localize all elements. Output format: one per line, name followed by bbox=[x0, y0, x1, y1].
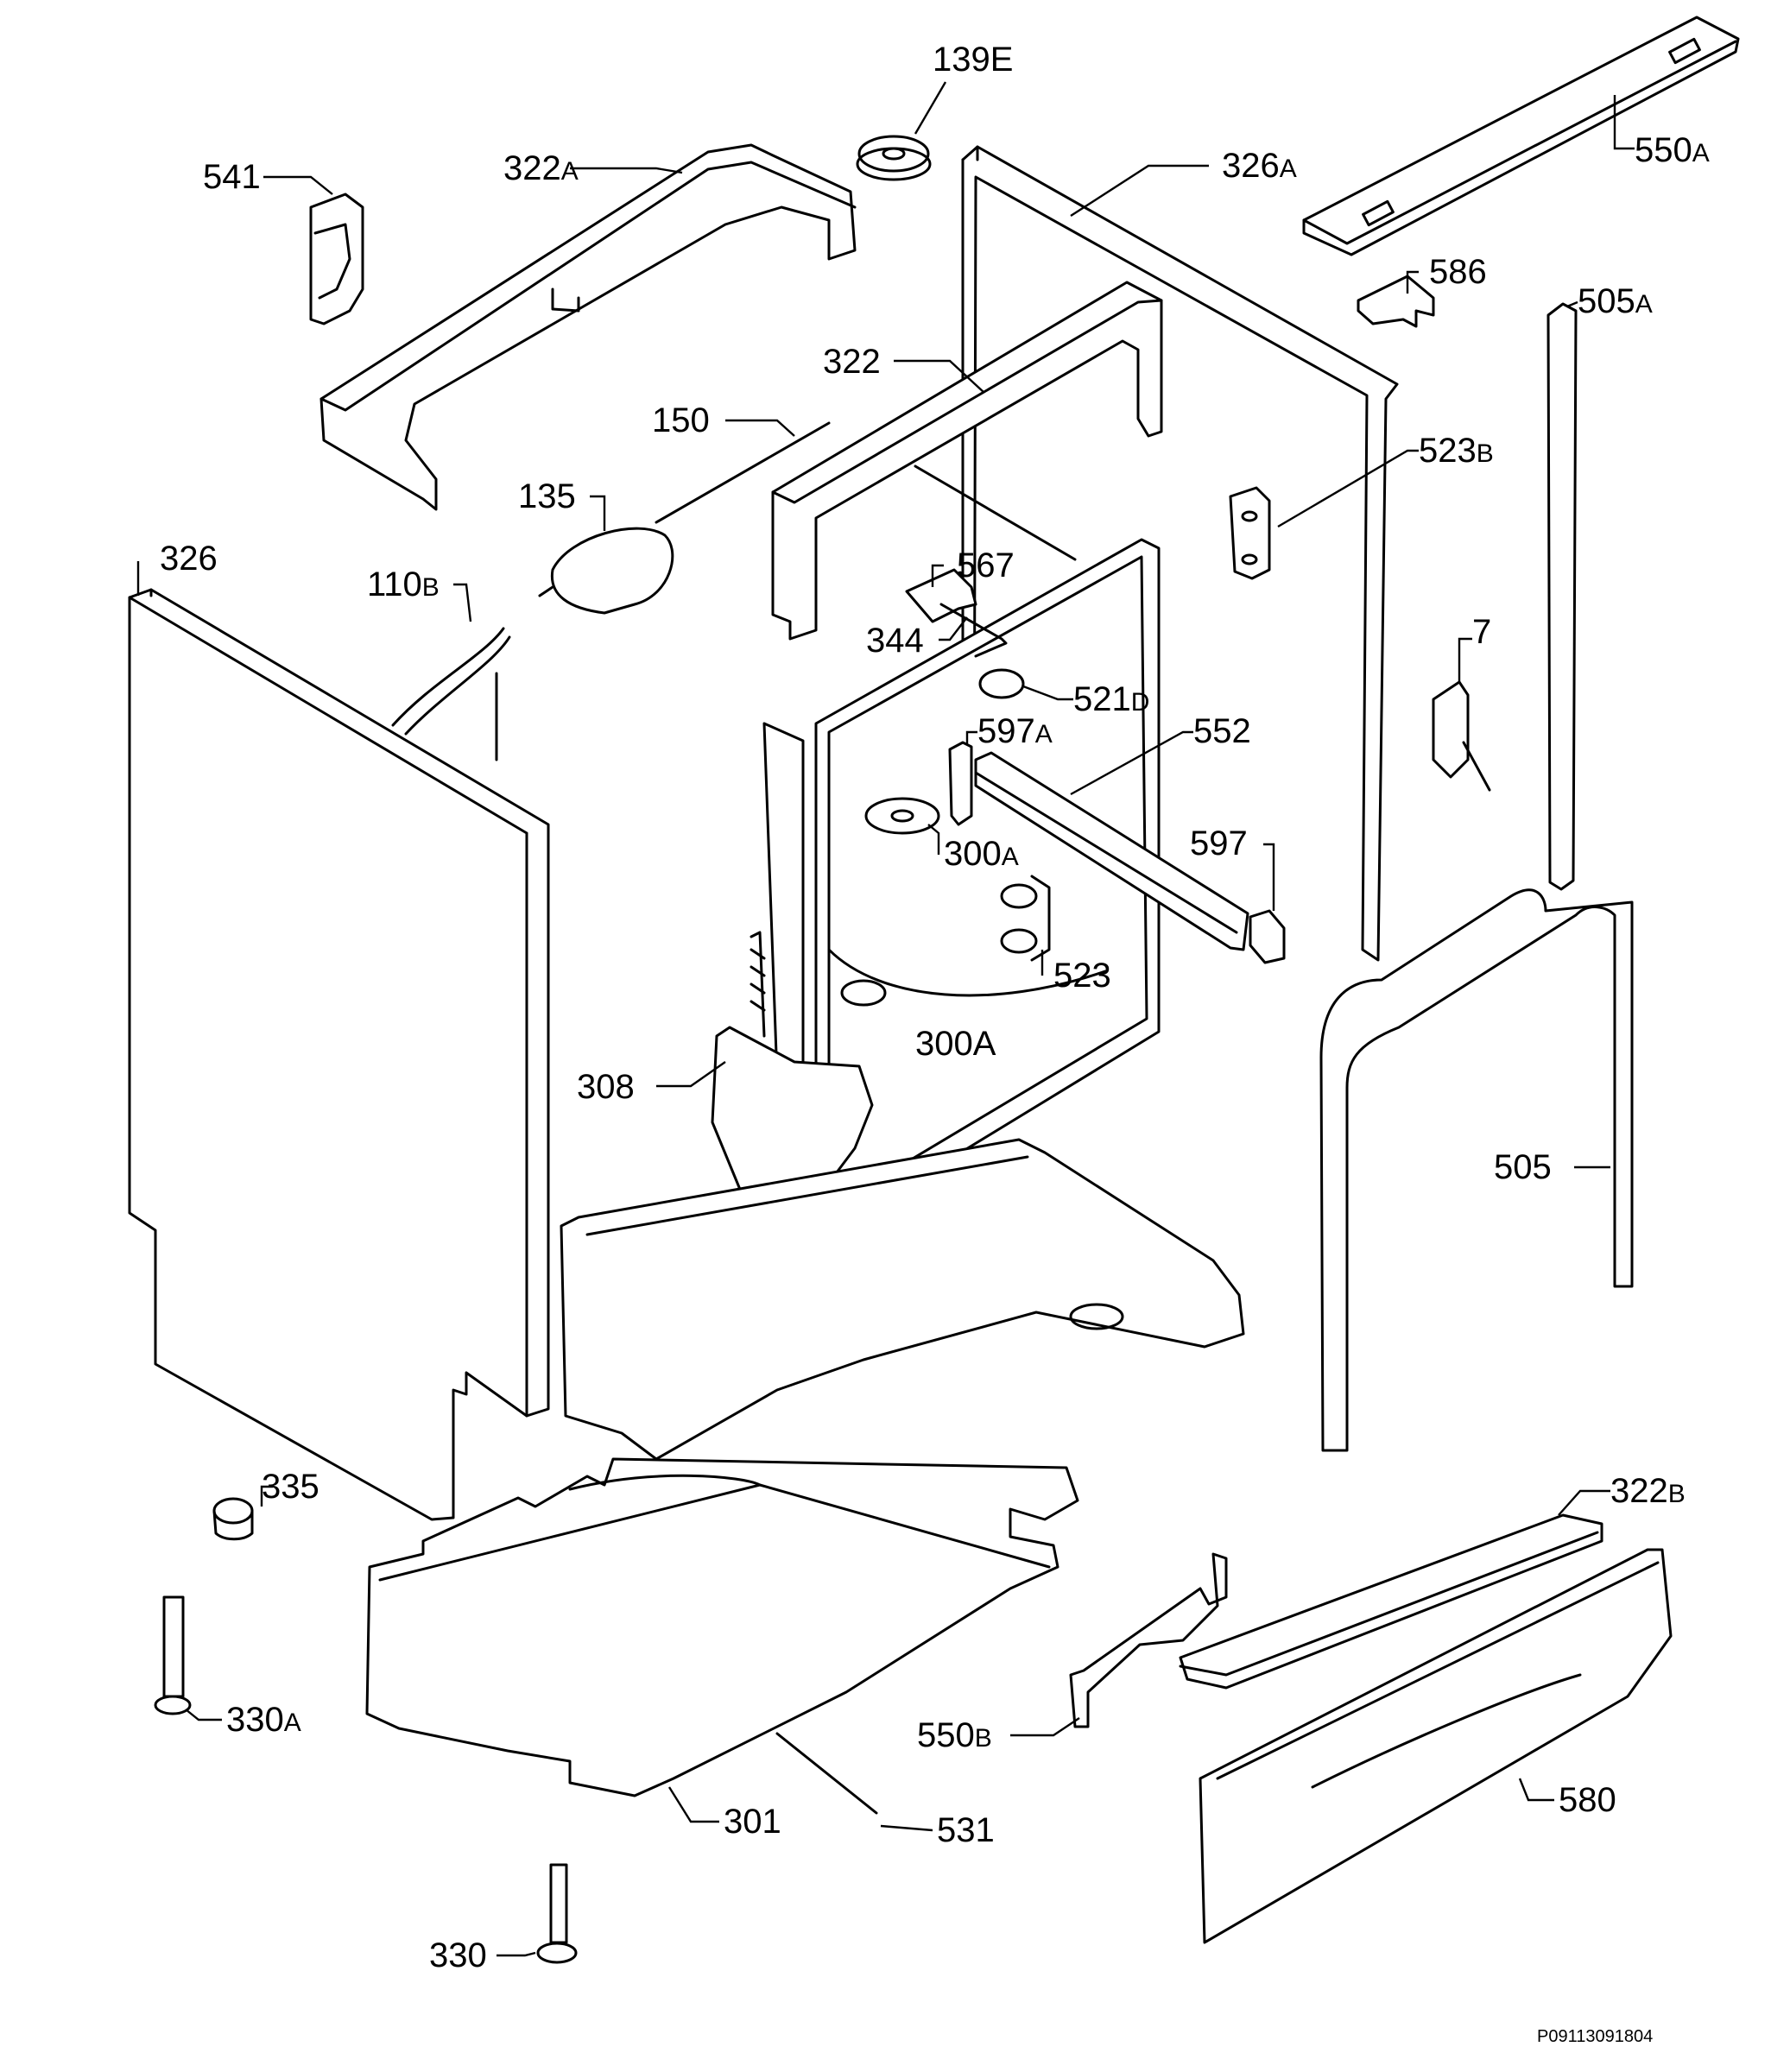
callout-521d: 521D bbox=[1073, 680, 1149, 718]
hub-300a-lower bbox=[840, 979, 887, 1007]
part-150 bbox=[655, 421, 1077, 561]
top-rail-550a bbox=[1302, 16, 1740, 256]
callout-344: 344 bbox=[866, 622, 924, 660]
callout-330: 330 bbox=[429, 1936, 487, 1974]
seal-505a bbox=[1546, 302, 1578, 891]
clip-523b bbox=[1229, 486, 1271, 580]
callout-505: 505 bbox=[1494, 1148, 1552, 1186]
hinge-308 bbox=[711, 931, 874, 1219]
top-bracket-322a bbox=[319, 143, 857, 511]
hose-110b bbox=[391, 627, 511, 761]
ring-521d bbox=[978, 668, 1025, 699]
drawing-code: P09113091804 bbox=[1537, 2027, 1653, 2046]
callout-139e: 139E bbox=[933, 41, 1013, 79]
bracket-586 bbox=[1357, 275, 1435, 328]
callout-322a: 322A bbox=[503, 149, 579, 187]
callout-597a: 597A bbox=[977, 712, 1053, 750]
clip-597 bbox=[1249, 909, 1286, 964]
callout-531: 531 bbox=[937, 1811, 995, 1849]
rail-322b bbox=[1179, 1513, 1603, 1690]
grommet-139e bbox=[856, 135, 932, 181]
screw-330 bbox=[536, 1863, 578, 1964]
callout-597: 597 bbox=[1190, 824, 1248, 862]
callout-567: 567 bbox=[957, 546, 1015, 584]
callout-586: 586 bbox=[1429, 253, 1487, 291]
callout-550b: 550B bbox=[917, 1716, 992, 1754]
wire-531 bbox=[775, 1732, 878, 1815]
door-seal-505 bbox=[1319, 888, 1634, 1452]
callout-326: 326 bbox=[160, 540, 218, 578]
clip-597a bbox=[948, 741, 973, 826]
callout-300a-upper: 300A bbox=[944, 835, 1019, 873]
tray-301 bbox=[365, 1457, 1079, 1797]
screw-330a bbox=[154, 1595, 192, 1715]
plugs-523 bbox=[1000, 875, 1051, 962]
callout-322: 322 bbox=[823, 343, 881, 381]
hub-300a-upper bbox=[864, 797, 940, 835]
nut-335 bbox=[212, 1497, 254, 1541]
callout-335: 335 bbox=[262, 1468, 319, 1506]
clip-541 bbox=[309, 193, 364, 325]
callout-523: 523 bbox=[1053, 957, 1111, 995]
rail-552 bbox=[974, 751, 1249, 951]
leader-lines bbox=[136, 81, 1635, 1957]
base-assembly bbox=[560, 1138, 1245, 1461]
clip-7 bbox=[1432, 680, 1491, 792]
callout-135: 135 bbox=[518, 477, 576, 515]
container-135 bbox=[538, 527, 674, 615]
callout-308: 308 bbox=[577, 1068, 635, 1106]
callout-300a-lower: 300A bbox=[915, 1025, 996, 1063]
callout-110b: 110B bbox=[367, 565, 440, 603]
bracket-550b bbox=[1069, 1552, 1228, 1728]
callout-330a: 330A bbox=[226, 1701, 301, 1739]
callout-523b: 523B bbox=[1419, 432, 1494, 470]
clip-567-344 bbox=[905, 568, 1008, 658]
callout-301: 301 bbox=[724, 1803, 781, 1841]
side-panel-326 bbox=[128, 588, 550, 1521]
callout-labels: 139E 541 322A 326A 550A 586 505A 322 150… bbox=[160, 41, 1710, 2046]
callout-552: 552 bbox=[1193, 712, 1251, 750]
kickplate-580 bbox=[1199, 1548, 1673, 1944]
callout-326a: 326A bbox=[1222, 147, 1297, 185]
frame-322 bbox=[771, 281, 1163, 641]
callout-150: 150 bbox=[652, 401, 710, 439]
callout-7: 7 bbox=[1472, 613, 1491, 651]
callout-322b: 322B bbox=[1610, 1472, 1686, 1510]
callout-550a: 550A bbox=[1635, 131, 1710, 169]
callout-541: 541 bbox=[203, 158, 261, 196]
callout-505a: 505A bbox=[1578, 282, 1653, 320]
callout-580: 580 bbox=[1559, 1781, 1616, 1819]
